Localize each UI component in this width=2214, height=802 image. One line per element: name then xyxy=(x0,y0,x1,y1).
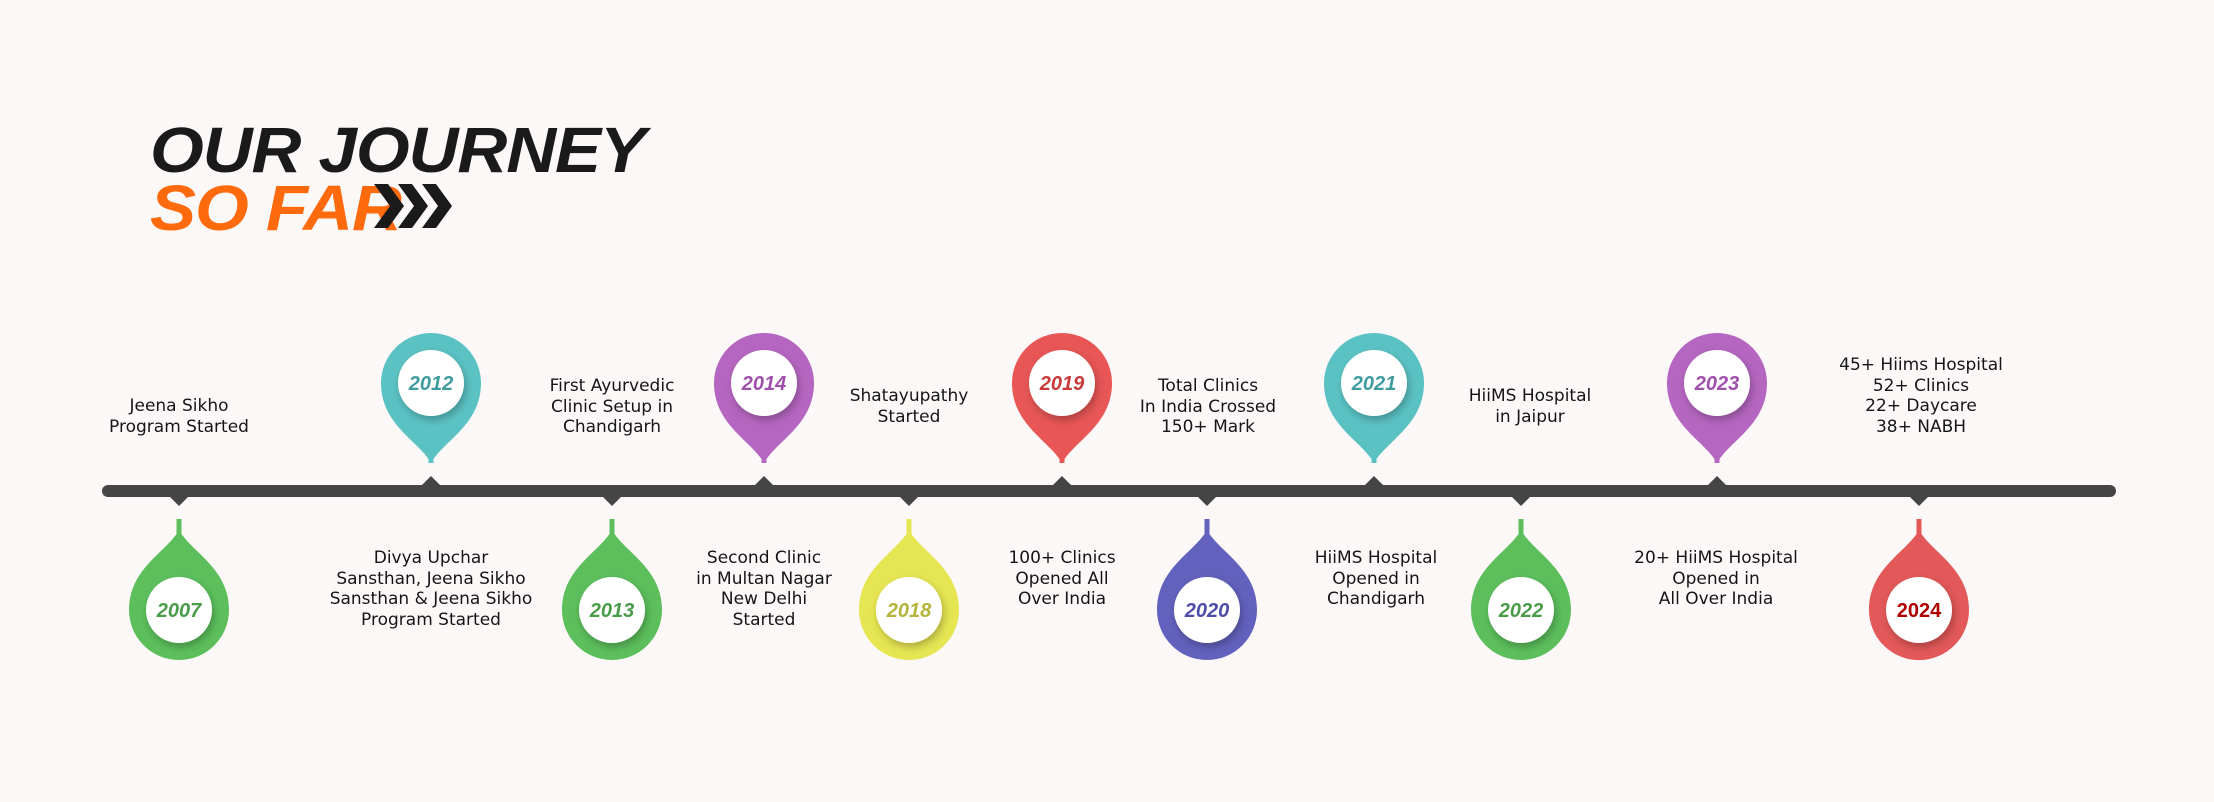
milestone-year: 2019 xyxy=(1039,373,1085,395)
milestone-year: 2021 xyxy=(1351,373,1397,395)
milestone-year: 2012 xyxy=(408,373,454,395)
pin-inner-circle xyxy=(1886,577,1952,643)
milestone-pin-2012: 2012 xyxy=(381,333,481,485)
heading-line-1: OUR JOURNEY xyxy=(150,114,646,186)
timeline-notch xyxy=(603,497,621,506)
milestone-year: 2024 xyxy=(1897,600,1942,622)
milestone-description: First Ayurvedic Clinic Setup in Chandiga… xyxy=(549,376,675,437)
milestone-year: 2007 xyxy=(156,600,202,622)
milestone-description: HiiMS Hospital Opened in Chandigarh xyxy=(1314,548,1438,609)
timeline-notch xyxy=(1365,476,1383,485)
pin-inner-circle xyxy=(1684,350,1750,416)
milestone-year: 2013 xyxy=(589,600,635,622)
pin-inner-circle xyxy=(1488,577,1554,643)
timeline-notch xyxy=(1708,476,1726,485)
chevrons-icon xyxy=(374,184,452,228)
milestone-description: Divya Upchar Sansthan, Jeena Sikho Sanst… xyxy=(329,548,533,630)
pin-inner-circle xyxy=(1341,350,1407,416)
milestone-pin-2019: 2019 xyxy=(1012,333,1112,485)
timeline-notch xyxy=(422,476,440,485)
milestone-description: Jeena Sikho Program Started xyxy=(109,396,249,437)
milestone-pin-2007: 2007 xyxy=(129,497,229,660)
timeline-notch xyxy=(1512,497,1530,506)
pin-inner-circle xyxy=(876,577,942,643)
timeline-notch xyxy=(1053,476,1071,485)
milestone-description: 45+ Hiims Hospital 52+ Clinics 22+ Dayca… xyxy=(1839,355,2003,437)
milestone-year: 2014 xyxy=(741,373,787,395)
heading-line-2: SO FAR xyxy=(150,172,402,244)
timeline-notch xyxy=(755,476,773,485)
milestone-pin-2022: 2022 xyxy=(1471,497,1571,660)
pin-inner-circle xyxy=(146,577,212,643)
pin-inner-circle xyxy=(398,350,464,416)
pin-inner-circle xyxy=(579,577,645,643)
timeline-notch xyxy=(1198,497,1216,506)
milestone-description: Second Clinic in Multan Nagar New Delhi … xyxy=(696,548,832,630)
milestone-year: 2018 xyxy=(886,600,932,622)
milestone-pin-2020: 2020 xyxy=(1157,497,1257,660)
milestone-pin-2023: 2023 xyxy=(1667,333,1767,485)
milestone-description: HiiMS Hospital in Jaipur xyxy=(1468,386,1592,427)
milestone-year: 2023 xyxy=(1694,373,1740,395)
milestone-year: 2022 xyxy=(1498,600,1544,622)
pin-inner-circle xyxy=(1174,577,1240,643)
timeline-notch xyxy=(170,497,188,506)
milestone-description: Shatayupathy Started xyxy=(849,386,969,427)
milestone-pin-2018: 2018 xyxy=(859,497,959,660)
milestone-year: 2020 xyxy=(1184,600,1230,622)
pin-inner-circle xyxy=(731,350,797,416)
pin-inner-circle xyxy=(1029,350,1095,416)
milestone-description: 100+ Clinics Opened All Over India xyxy=(1008,548,1116,609)
milestone-description: Total Clinics In India Crossed 150+ Mark xyxy=(1139,376,1277,437)
timeline-notch xyxy=(1910,497,1928,506)
milestone-pin-2021: 2021 xyxy=(1324,333,1424,485)
milestone-pin-2014: 2014 xyxy=(713,332,815,485)
milestone-pin-2024: 2024 xyxy=(1868,497,1969,661)
milestone-pin-2013: 2013 xyxy=(562,497,662,660)
milestone-description: 20+ HiiMS Hospital Opened in All Over In… xyxy=(1634,548,1798,609)
timeline-notch xyxy=(900,497,918,506)
